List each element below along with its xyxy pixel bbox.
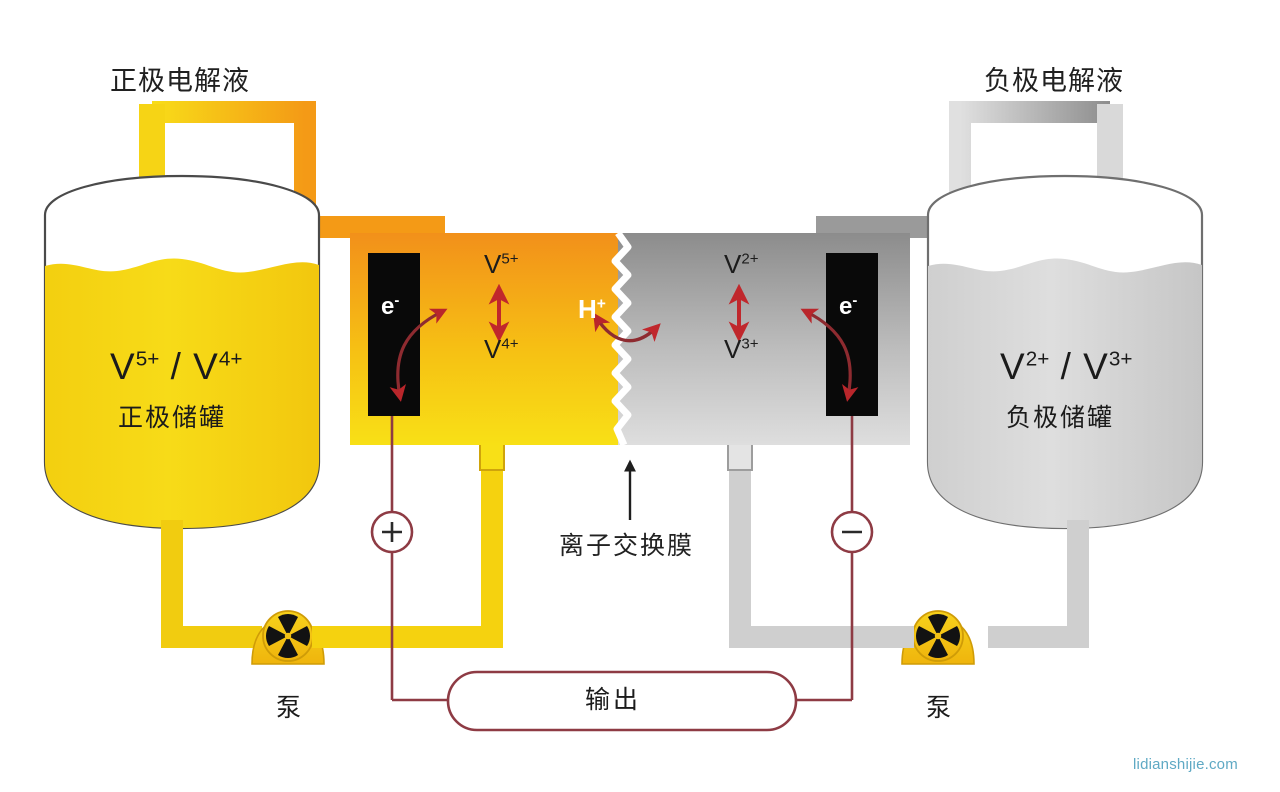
positive-pump-label: 泵 xyxy=(276,694,302,722)
negative-tank-label: 负极储罐 xyxy=(1006,404,1115,432)
positive-tank xyxy=(43,174,321,530)
positive-electron-sup: - xyxy=(394,293,400,309)
positive-tank-species-a: V xyxy=(110,346,136,387)
negative-drain-pipe xyxy=(988,520,1089,648)
proton-label-base: H xyxy=(578,294,597,324)
cell-positive-top-species-base: V xyxy=(484,249,502,279)
cell-negative-top-species-base: V xyxy=(724,249,742,279)
negative-tank-species-a: V xyxy=(1000,346,1026,387)
negative-electrode-electron-label: e- xyxy=(839,294,857,319)
output-label: 输出 xyxy=(585,686,642,714)
cell-positive-top-species-sup: 5+ xyxy=(501,250,519,268)
positive-electrolyte-title: 正极电解液 xyxy=(110,66,250,96)
cell-negative-top-species: V2+ xyxy=(724,251,759,277)
negative-tank-species-sep: / xyxy=(1049,346,1084,387)
negative-tank-species-a-sup: 2+ xyxy=(1025,347,1050,371)
cell-positive-bottom-species-base: V xyxy=(484,334,502,364)
cell-negative-top-species-sup: 2+ xyxy=(741,250,759,268)
polarity-terminals xyxy=(370,510,874,554)
positive-drain-pipe xyxy=(161,520,262,648)
proton-label-sup: + xyxy=(596,295,606,313)
positive-tank-species-b-sup: 4+ xyxy=(218,347,243,371)
positive-tank-species-a-sup: 5+ xyxy=(135,347,160,371)
external-circuit xyxy=(390,416,854,732)
positive-tank-label: 正极储罐 xyxy=(118,404,227,432)
negative-tank-species-b-sup: 3+ xyxy=(1108,347,1133,371)
negative-pump-label: 泵 xyxy=(926,694,952,722)
positive-tank-species-sep: / xyxy=(159,346,194,387)
positive-electrode-electron-label: e- xyxy=(381,294,399,319)
cell-negative-bottom-species-sup: 3+ xyxy=(741,335,759,353)
negative-tank-species-b: V xyxy=(1083,346,1109,387)
cell-negative-bottom-species-base: V xyxy=(724,334,742,364)
species-conversion-arrows xyxy=(488,283,750,343)
membrane-label: 离子交换膜 xyxy=(559,532,695,560)
cell-positive-bottom-species: V4+ xyxy=(484,336,519,362)
pump-blade-icon xyxy=(916,614,960,658)
pump-blade-icon xyxy=(266,614,310,658)
negative-tank-species: V2+ / V3+ xyxy=(1000,348,1132,385)
proton-label: H+ xyxy=(578,296,606,322)
cell-positive-bottom-species-sup: 4+ xyxy=(501,335,519,353)
site-watermark: lidianshijie.com xyxy=(1133,756,1238,773)
negative-tank xyxy=(926,174,1204,530)
negative-electrolyte-title: 负极电解液 xyxy=(984,66,1124,96)
positive-electron-base: e xyxy=(381,293,395,320)
negative-electron-base: e xyxy=(839,293,853,320)
negative-pump xyxy=(901,610,975,665)
positive-tank-species: V5+ / V4+ xyxy=(110,348,242,385)
negative-electrode xyxy=(826,253,878,416)
proton-crossing-arrow xyxy=(593,312,661,343)
positive-tank-species-b: V xyxy=(193,346,219,387)
cell-positive-top-species: V5+ xyxy=(484,251,519,277)
electron-flow-arrows xyxy=(389,308,859,402)
negative-electron-sup: - xyxy=(852,293,858,309)
cell-negative-bottom-species: V3+ xyxy=(724,336,759,362)
